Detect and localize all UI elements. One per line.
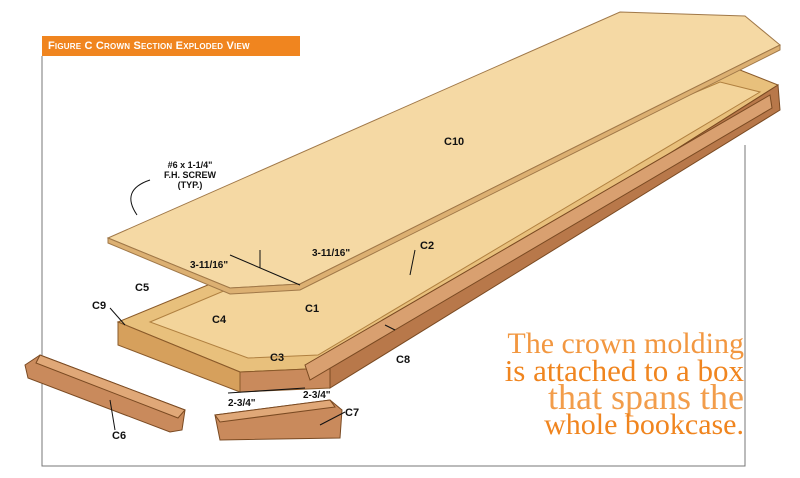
label-c10: C10	[444, 136, 465, 148]
caption-line: is attached to a box	[504, 353, 744, 388]
molding-c6	[24, 354, 186, 433]
dim-bottom-left: 2-3/4"	[228, 398, 256, 409]
frame-border	[41, 56, 746, 467]
label-c3: C3	[270, 352, 285, 364]
screw-note-line: #6 x 1-1/4"	[167, 160, 213, 170]
leader-lines	[109, 179, 416, 431]
label-c6: C6	[112, 430, 127, 442]
label-c1: C1	[305, 303, 320, 315]
caption-line: whole bookcase.	[544, 408, 744, 441]
figure-title: Figure C Crown Section Exploded View	[42, 36, 300, 56]
screw-note: #6 x 1-1/4" F.H. SCREW (TYP.)	[150, 160, 230, 190]
caption: The crown molding is attached to a box t…	[504, 327, 744, 441]
screw-note-line: (TYP.)	[177, 180, 203, 190]
dim-top-right: 3-11/16"	[312, 248, 351, 259]
label-c7: C7	[345, 407, 360, 419]
label-c2: C2	[420, 240, 435, 252]
dim-bottom-right: 2-3/4"	[303, 390, 331, 401]
label-c5: C5	[135, 282, 150, 294]
dim-top-left: 3-11/16"	[190, 260, 229, 271]
top-panel	[106, 11, 781, 295]
caption-line: The crown molding	[507, 327, 744, 360]
caption-line: that spans the	[548, 377, 744, 417]
screw-note-line: F.H. SCREW	[163, 170, 216, 180]
label-c4: C4	[212, 314, 227, 326]
label-c8: C8	[396, 354, 411, 366]
molding-c7	[214, 399, 343, 441]
label-c9: C9	[92, 300, 107, 312]
